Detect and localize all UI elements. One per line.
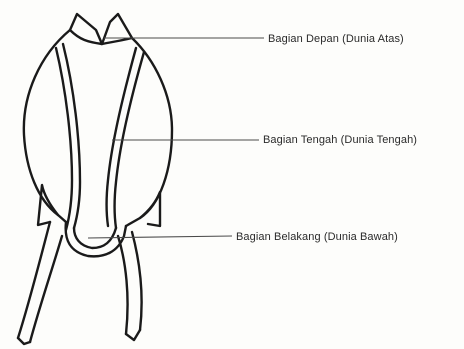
right-inner-strap-a [107,48,137,226]
left-tail-tip [18,338,30,344]
right-wing-fold [140,192,160,226]
left-tail-b [30,236,62,342]
right-tail-b [132,232,142,330]
right-tail-a [118,236,128,334]
pointer-line-back [88,236,232,238]
left-tail-a [18,222,50,338]
left-wing-outline [24,30,70,222]
label-front-upper-world: Bagian Depan (Dunia Atas) [268,33,404,45]
label-middle-middle-world: Bagian Tengah (Dunia Tengah) [263,134,417,146]
label-back-lower-world: Bagian Belakang (Dunia Bawah) [236,231,398,243]
right-tail-tip [126,330,140,340]
right-wing-outline [126,38,172,226]
